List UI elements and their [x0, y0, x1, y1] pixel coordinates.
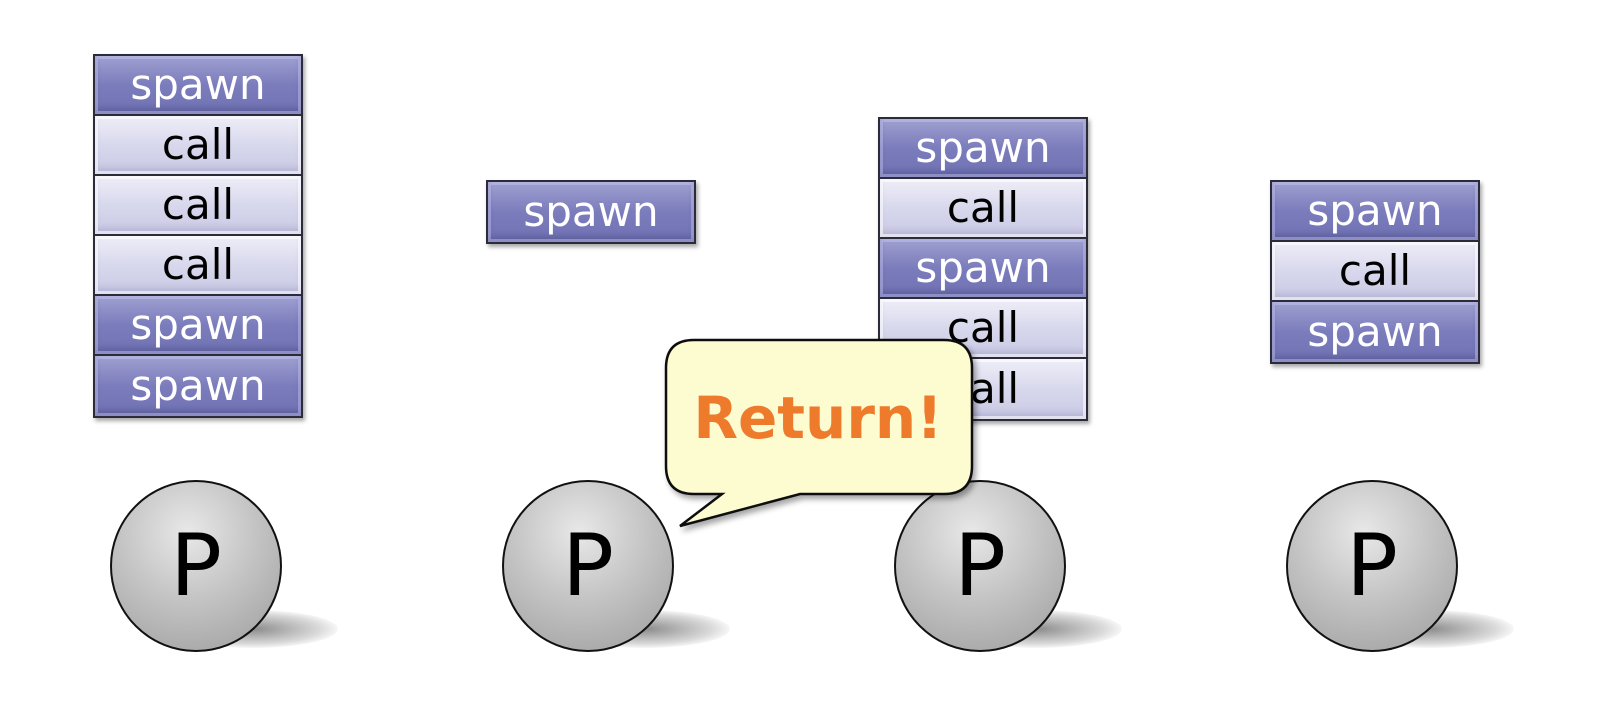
- frame-call: call: [95, 236, 301, 296]
- frame-spawn: spawn: [488, 182, 694, 242]
- processor-3: P: [894, 480, 1066, 652]
- frame-call: call: [95, 176, 301, 236]
- bubble-outline: [664, 338, 974, 528]
- stack-4: spawn call spawn: [1270, 180, 1480, 364]
- frame-spawn: spawn: [1272, 302, 1478, 362]
- frame-spawn: spawn: [95, 296, 301, 356]
- stack-2: spawn: [486, 180, 696, 244]
- processor-4: P: [1286, 480, 1458, 652]
- stack-3: spawn call spawn call call: [878, 117, 1088, 421]
- processor-1: P: [110, 480, 282, 652]
- frame-spawn: spawn: [95, 56, 301, 116]
- frame-spawn: spawn: [95, 356, 301, 416]
- frame-call: call: [880, 179, 1086, 239]
- bubble-text: Return!: [693, 384, 943, 452]
- processor-2: P: [502, 480, 674, 652]
- frame-spawn: spawn: [880, 239, 1086, 299]
- frame-call: call: [1272, 242, 1478, 302]
- frame-spawn: spawn: [1272, 182, 1478, 242]
- frame-call: call: [95, 116, 301, 176]
- frame-spawn: spawn: [880, 119, 1086, 179]
- stack-1: spawn call call call spawn spawn: [93, 54, 303, 418]
